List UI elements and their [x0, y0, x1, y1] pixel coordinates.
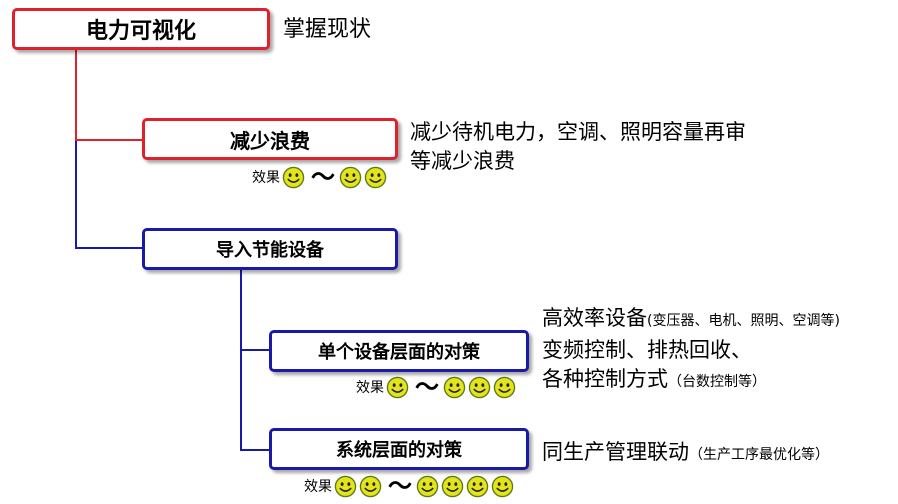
smiley-face-icon — [466, 475, 489, 497]
node-single-desc3-main: 各种控制方式 — [542, 367, 668, 391]
smiley-face-icon — [364, 166, 387, 188]
smiley-face-icon — [416, 475, 439, 497]
connector-to-system — [240, 449, 269, 451]
effect-max-faces — [416, 475, 516, 498]
effect-label: 效果 — [304, 479, 332, 495]
smiley-face-icon — [339, 166, 362, 188]
node-reduce-desc-line1: 减少待机电力，空调、照明容量再审 — [410, 120, 746, 144]
smiley-face-icon — [493, 376, 516, 398]
connector-to-single — [240, 349, 269, 351]
effect-label: 效果 — [252, 170, 280, 186]
node-single-desc-line1: 高效率设备(变压器、电机、照明、空调等) — [542, 304, 840, 336]
effect-min-faces — [386, 376, 411, 399]
node-system-label: 系统层面的对策 — [336, 440, 462, 461]
node-import-label: 导入节能设备 — [216, 240, 324, 261]
smiley-face-icon — [443, 376, 466, 398]
smiley-face-icon — [334, 475, 357, 497]
smiley-face-icon — [468, 376, 491, 398]
effect-tilde: ～ — [311, 163, 335, 191]
node-system: 系统层面的对策 — [269, 428, 529, 470]
node-single-desc1-small: (变压器、电机、照明、空调等) — [647, 313, 840, 329]
smiley-face-icon — [359, 475, 382, 497]
connector-import-vertical — [240, 270, 242, 451]
node-visualize-note: 掌握现状 — [283, 17, 372, 42]
node-visualize-label: 电力可视化 — [85, 19, 196, 44]
effect-reduce: 效果 ～ — [252, 165, 389, 189]
effect-system: 效果 ～ — [304, 474, 516, 498]
effect-tilde: ～ — [415, 373, 439, 401]
node-system-desc-main: 同生产管理联动 — [542, 440, 689, 464]
effect-min-faces — [334, 475, 384, 498]
node-single: 单个设备层面的对策 — [269, 330, 529, 372]
node-reduce-desc: 减少待机电力，空调、照明容量再审 等减少浪费 — [410, 118, 746, 176]
node-single-desc-line2: 变频控制、排热回收、 — [542, 338, 752, 362]
effect-label: 效果 — [356, 380, 384, 396]
node-reduce: 减少浪费 — [142, 118, 398, 160]
smiley-face-icon — [386, 376, 409, 398]
node-reduce-desc-line2: 等减少浪费 — [410, 149, 515, 173]
node-system-desc-small: （生产工序最优化等） — [689, 447, 829, 463]
smiley-face-icon — [441, 475, 464, 497]
connector-root-blue-vertical — [75, 140, 77, 249]
smiley-face-icon — [491, 475, 514, 497]
effect-single: 效果 ～ — [356, 375, 518, 399]
connector-root-red-vertical — [75, 50, 77, 140]
effect-tilde: ～ — [388, 472, 412, 500]
effect-min-faces — [282, 166, 307, 189]
connector-to-reduce — [75, 139, 142, 141]
effect-max-faces — [339, 166, 389, 189]
node-visualize: 电力可视化 — [12, 8, 270, 50]
connector-to-import — [75, 247, 142, 249]
node-reduce-label: 减少浪费 — [230, 128, 310, 153]
smiley-face-icon — [282, 166, 305, 188]
node-import: 导入节能设备 — [142, 228, 398, 270]
node-system-desc: 同生产管理联动（生产工序最优化等） — [542, 438, 829, 470]
node-single-desc: 高效率设备(变压器、电机、照明、空调等) 变频控制、排热回收、 各种控制方式（台… — [542, 304, 840, 397]
node-single-desc-line3: 各种控制方式（台数控制等） — [542, 365, 840, 397]
node-single-desc3-small: （台数控制等） — [668, 374, 766, 390]
effect-max-faces — [443, 376, 518, 399]
node-single-desc1-main: 高效率设备 — [542, 306, 647, 330]
node-single-label: 单个设备层面的对策 — [318, 342, 480, 363]
